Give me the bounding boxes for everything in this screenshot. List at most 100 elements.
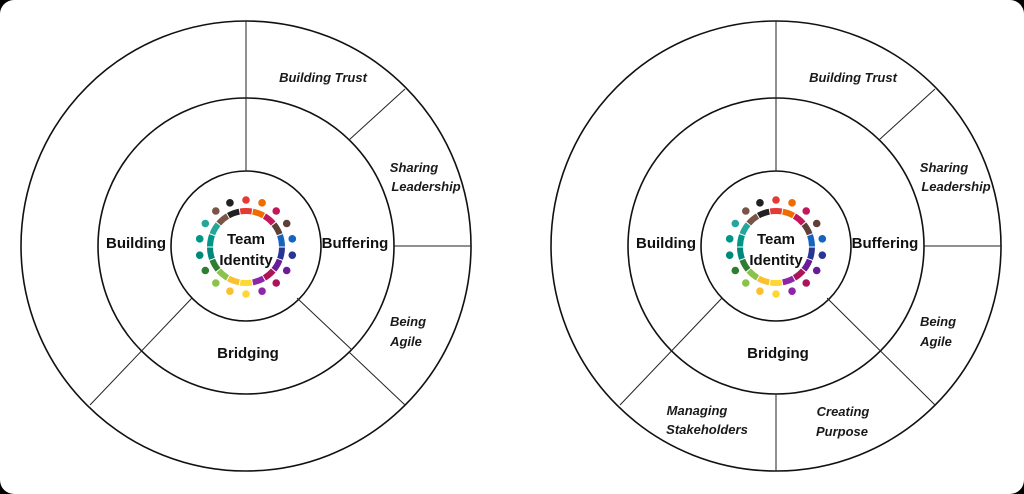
right-line-bottom-right <box>826 297 936 406</box>
left-ring-buffering: Buffering <box>322 235 389 252</box>
person-body <box>216 213 230 226</box>
person-head <box>288 235 297 243</box>
right-line-bottom-left <box>619 297 723 406</box>
left-ring-building: Building <box>106 235 166 252</box>
person-body <box>271 222 283 236</box>
person-body <box>737 234 745 247</box>
person-head <box>818 251 827 259</box>
person-head <box>195 235 204 243</box>
person-body <box>807 247 815 260</box>
person-head <box>282 219 291 228</box>
right-diagram: Building Trust Sharing Leadership Being … <box>550 20 1002 472</box>
right-label-purpose: Purpose <box>816 424 868 439</box>
person-head <box>258 199 266 207</box>
person-head <box>756 199 764 207</box>
person-head <box>741 207 750 215</box>
right-ring-building: Building <box>636 235 696 252</box>
person-body <box>792 213 806 226</box>
person-body <box>226 208 240 219</box>
person-head <box>211 207 220 215</box>
person-head <box>741 279 750 287</box>
right-line-outer-upper-right <box>878 88 936 141</box>
person-body <box>277 247 285 260</box>
person-body <box>801 222 813 236</box>
person-body <box>746 268 760 281</box>
person-body <box>737 247 745 260</box>
right-label-sharing: Sharing <box>920 160 968 175</box>
left-diagram: Building Trust Sharing Leadership Being … <box>20 20 472 472</box>
person-head <box>812 266 821 275</box>
person-head <box>272 279 281 287</box>
person-body <box>207 247 215 260</box>
person-head <box>818 235 827 243</box>
right-label-leadership: Leadership <box>921 179 990 194</box>
person-head <box>211 279 220 287</box>
person-head <box>258 287 266 295</box>
person-body <box>782 275 796 286</box>
person-body <box>277 234 285 247</box>
right-ring-buffering: Buffering <box>852 235 919 252</box>
person-body <box>746 213 760 226</box>
person-head <box>201 266 210 275</box>
person-head <box>802 207 811 215</box>
people-circle-icon <box>195 196 297 298</box>
person-head <box>772 196 780 204</box>
person-head <box>802 279 811 287</box>
person-head <box>725 251 734 259</box>
right-label-stakeholders: Stakeholders <box>666 422 748 437</box>
left-line-bottom-left <box>89 297 193 406</box>
left-label-building-trust: Building Trust <box>279 70 368 85</box>
left-core-identity: Identity <box>219 252 273 269</box>
right-label-building-trust: Building Trust <box>809 70 898 85</box>
person-head <box>242 196 250 204</box>
person-head <box>195 251 204 259</box>
person-head <box>788 199 796 207</box>
person-body <box>226 275 240 286</box>
person-body <box>207 234 215 247</box>
people-circle-icon <box>725 196 827 298</box>
person-head <box>772 290 780 298</box>
person-head <box>242 290 250 298</box>
person-body <box>807 234 815 247</box>
person-head <box>725 235 734 243</box>
left-line-outer-upper-right <box>348 88 406 141</box>
left-line-bottom-right <box>348 351 406 406</box>
left-line-inner-bottom-right <box>296 297 353 351</box>
left-label-sharing: Sharing <box>390 160 438 175</box>
person-head <box>812 219 821 228</box>
person-body <box>756 275 770 286</box>
right-label-being: Being <box>920 314 956 329</box>
person-body <box>216 268 230 281</box>
right-core-team: Team <box>757 231 795 248</box>
left-label-agile: Agile <box>389 334 422 349</box>
person-body <box>801 258 813 272</box>
person-head <box>201 219 210 228</box>
person-body <box>252 275 266 286</box>
right-label-managing: Managing <box>667 403 728 418</box>
left-label-leadership: Leadership <box>391 179 460 194</box>
left-label-being: Being <box>390 314 426 329</box>
person-body <box>739 258 751 272</box>
person-head <box>282 266 291 275</box>
person-body <box>262 268 276 281</box>
person-head <box>226 199 234 207</box>
person-body <box>209 222 221 236</box>
person-body <box>782 208 796 219</box>
person-head <box>731 219 740 228</box>
person-head <box>788 287 796 295</box>
person-head <box>288 251 297 259</box>
person-body <box>792 268 806 281</box>
person-head <box>756 287 764 295</box>
person-head <box>272 207 281 215</box>
left-ring-bridging: Bridging <box>217 345 279 362</box>
person-body <box>271 258 283 272</box>
right-label-agile: Agile <box>919 334 952 349</box>
right-label-creating: Creating <box>817 404 870 419</box>
left-core-team: Team <box>227 231 265 248</box>
person-head <box>226 287 234 295</box>
person-body <box>739 222 751 236</box>
person-body <box>262 213 276 226</box>
person-body <box>252 208 266 219</box>
